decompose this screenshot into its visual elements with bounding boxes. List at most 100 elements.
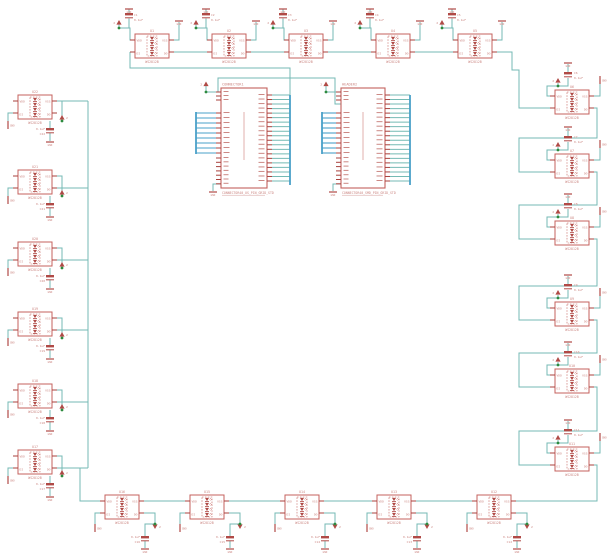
svg-text:DI: DI xyxy=(479,513,483,517)
svg-text:2: 2 xyxy=(244,525,246,529)
svg-text:GND: GND xyxy=(182,527,187,531)
svg-text:DO: DO xyxy=(406,513,410,517)
svg-text:2: 2 xyxy=(552,79,554,83)
svg-text:C8: C8 xyxy=(574,202,578,206)
svg-text:VDD: VDD xyxy=(557,159,563,163)
svg-text:DI: DI xyxy=(557,320,561,324)
svg-text:DO: DO xyxy=(47,330,51,334)
svg-text:GND: GND xyxy=(204,10,209,14)
svg-text:GND: GND xyxy=(10,341,15,345)
svg-text:DO: DO xyxy=(47,402,51,406)
svg-text:U21: U21 xyxy=(32,165,38,169)
svg-text:GND: GND xyxy=(48,432,53,436)
svg-text:VDD: VDD xyxy=(20,317,26,321)
svg-text:DO: DO xyxy=(134,513,138,517)
svg-text:WS2812B: WS2812B xyxy=(565,395,579,399)
svg-text:VDD: VDD xyxy=(557,226,563,230)
svg-text:DO: DO xyxy=(506,513,510,517)
svg-text:GND: GND xyxy=(48,290,53,294)
svg-text:U1: U1 xyxy=(150,29,154,33)
svg-text:VDD: VDD xyxy=(378,39,384,43)
svg-text:VDD: VDD xyxy=(137,39,143,43)
svg-text:0.1uF: 0.1uF xyxy=(36,482,45,486)
svg-text:2: 2 xyxy=(66,263,68,267)
svg-text:U14: U14 xyxy=(299,490,305,494)
svg-text:WS2812B: WS2812B xyxy=(487,521,501,525)
svg-text:0.1uF: 0.1uF xyxy=(375,18,384,22)
svg-text:GND: GND xyxy=(48,143,53,147)
svg-text:WS2812B: WS2812B xyxy=(28,196,42,200)
svg-text:DI: DI xyxy=(557,172,561,176)
svg-text:C5: C5 xyxy=(457,13,461,17)
svg-text:0.1uF: 0.1uF xyxy=(311,535,320,539)
svg-text:WS2812B: WS2812B xyxy=(565,247,579,251)
svg-text:0.1uF: 0.1uF xyxy=(36,127,45,131)
svg-text:CONNECTOR40_US_PIN_GRID_STD: CONNECTOR40_US_PIN_GRID_STD xyxy=(222,191,274,195)
svg-text:WS2812B: WS2812B xyxy=(565,116,579,120)
svg-text:GND: GND xyxy=(500,22,505,26)
svg-text:U16: U16 xyxy=(119,490,125,494)
svg-text:VSS: VSS xyxy=(582,95,588,99)
svg-text:C13: C13 xyxy=(407,540,413,544)
svg-text:U5: U5 xyxy=(473,29,477,33)
svg-text:0.1uF: 0.1uF xyxy=(574,76,583,80)
svg-text:GND: GND xyxy=(228,550,233,554)
svg-text:VSS: VSS xyxy=(316,39,322,43)
svg-text:WS2812B: WS2812B xyxy=(145,60,159,64)
svg-text:GND: GND xyxy=(48,498,53,502)
svg-text:DO: DO xyxy=(219,513,223,517)
svg-text:DI: DI xyxy=(20,402,24,406)
svg-text:C2: C2 xyxy=(211,13,215,17)
svg-text:GND: GND xyxy=(177,22,182,26)
svg-text:0.1uF: 0.1uF xyxy=(574,140,583,144)
svg-text:C10: C10 xyxy=(574,350,580,354)
svg-text:0.1uF: 0.1uF xyxy=(134,18,143,22)
svg-text:GND: GND xyxy=(331,193,336,197)
svg-text:C6: C6 xyxy=(574,71,578,75)
svg-text:0.1uF: 0.1uF xyxy=(503,535,512,539)
svg-text:C17: C17 xyxy=(40,487,46,491)
svg-text:DO: DO xyxy=(584,387,588,391)
svg-text:2: 2 xyxy=(339,525,341,529)
bus-wires xyxy=(195,95,411,185)
svg-text:VSS: VSS xyxy=(403,39,409,43)
svg-text:GND: GND xyxy=(10,479,15,483)
svg-text:DI: DI xyxy=(20,468,24,472)
ic-CONNECTOR1[interactable]: CONNECTOR1CONNECTOR40_US_PIN_GRID_STD2GN… xyxy=(200,81,274,198)
svg-text:2: 2 xyxy=(190,21,192,25)
svg-text:C15: C15 xyxy=(220,540,226,544)
svg-text:0.1uF: 0.1uF xyxy=(574,433,583,437)
svg-text:2: 2 xyxy=(320,83,322,87)
svg-text:WS2812B: WS2812B xyxy=(28,476,42,480)
svg-text:0.1uF: 0.1uF xyxy=(36,344,45,348)
svg-text:C7: C7 xyxy=(574,135,578,139)
svg-text:GND: GND xyxy=(254,22,259,26)
svg-text:GND: GND xyxy=(10,124,15,128)
svg-text:C21: C21 xyxy=(40,207,46,211)
